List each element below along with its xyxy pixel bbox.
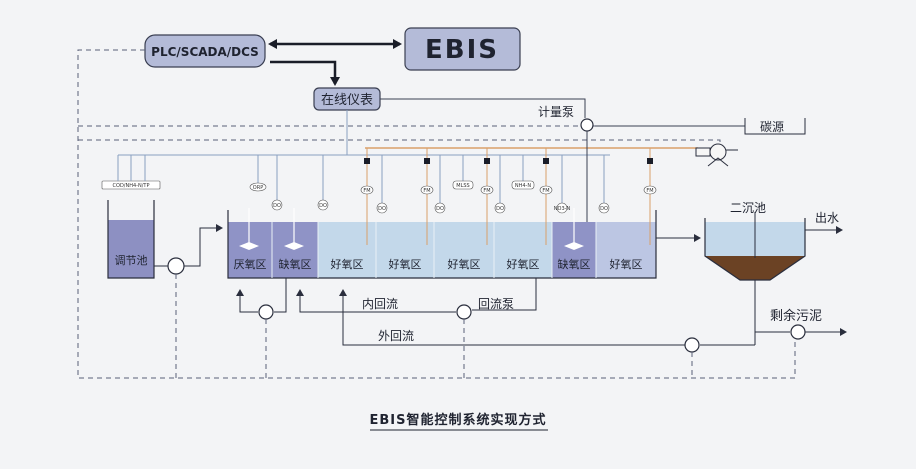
tank-label-anaerobic: 厌氧区 xyxy=(234,257,267,271)
int-recycle-line-1 xyxy=(472,278,537,311)
sensor-do-badge-5 xyxy=(494,202,506,214)
ebis-label: EBIS xyxy=(425,35,499,65)
zone-aerobic-final-fill xyxy=(596,222,656,278)
reactor-basin xyxy=(227,210,657,279)
effluent-label: 出水 xyxy=(815,211,839,225)
sensor-no3-label: NO3-N xyxy=(554,206,571,212)
mixer-icon-anoxic2 xyxy=(564,208,584,250)
sensor-do-label-2: DO xyxy=(319,203,327,209)
zone-anaerobic-fill xyxy=(228,222,318,278)
tank-label-anoxic: 缺氧区 xyxy=(279,257,312,271)
external-recycle-pump-icon xyxy=(684,337,700,353)
tank-label-aerobic-2: 好氧区 xyxy=(389,257,422,271)
metering-pump-icon xyxy=(580,118,594,132)
sensor-do-badge-1 xyxy=(271,199,283,211)
sensor-cod-label: COD/NH4-N/TP xyxy=(113,183,150,189)
flowmeter-label-5: FM xyxy=(646,188,653,194)
sensor-no3-badge xyxy=(556,202,568,214)
recycle-pump-label: 回流泵 xyxy=(478,297,514,311)
mixer-icon-anaerobic xyxy=(239,208,259,250)
carbon-source-box xyxy=(744,118,806,135)
feed-pump-icon xyxy=(167,257,185,275)
flowmeter-icon-4 xyxy=(539,185,553,195)
anaerobic-recirc-line-2 xyxy=(236,289,258,313)
external-recycle-label: 外回流 xyxy=(378,329,414,343)
valve-icon-4 xyxy=(543,158,549,164)
tank-label-aerobic-4: 好氧区 xyxy=(507,257,540,271)
flowmeter-label-1: FM xyxy=(363,188,370,194)
online-instrument-label: 在线仪表 xyxy=(321,93,373,108)
plc-instrument-arrow xyxy=(270,60,340,86)
flowmeter-label-3: FM xyxy=(483,188,490,194)
internal-recycle-line xyxy=(296,289,456,313)
valve-icon-2 xyxy=(424,158,430,164)
sensor-do-badge-2 xyxy=(317,199,329,211)
equalization-tank-water xyxy=(108,220,154,278)
plc-scada-dcs-box xyxy=(144,34,266,68)
metering-pump-label: 计量泵 xyxy=(538,105,574,119)
valve-icon-3 xyxy=(484,158,490,164)
internal-recycle-pump-icon xyxy=(456,304,472,320)
signal-bus-lower xyxy=(78,139,721,148)
sludge-pump-icon xyxy=(790,324,806,340)
equalization-tank-wall xyxy=(107,200,155,279)
sensor-do-label-5: DO xyxy=(496,206,504,212)
control-loop-dashed-line xyxy=(77,49,796,379)
sensor-do-label-3: DO xyxy=(378,206,386,212)
sensor-orp-badge xyxy=(249,182,267,192)
anaerobic-recirc-line-1 xyxy=(274,278,287,313)
sensor-do-label-4: DO xyxy=(436,206,444,212)
pump-control-dashed xyxy=(175,274,693,378)
tank-label-aerobic-5: 好氧区 xyxy=(610,257,643,271)
sensor-do-label-6: DO xyxy=(600,206,608,212)
flowmeter-icon-1 xyxy=(360,185,374,195)
internal-recycle-label: 内回流 xyxy=(362,297,398,311)
anoxic-recycle-pump-icon xyxy=(258,304,274,320)
blower-icon xyxy=(695,143,738,167)
tank-label-anoxic-2: 缺氧区 xyxy=(558,257,591,271)
sensor-do-label-1: DO xyxy=(273,203,281,209)
tank-label-aerobic-3: 好氧区 xyxy=(448,257,481,271)
secondary-clarifier-label: 二沉池 xyxy=(730,201,766,215)
feed-line-2 xyxy=(184,224,223,267)
instrument-pump-line xyxy=(380,98,586,118)
sensor-nh4-badge xyxy=(511,180,535,190)
zone-aerobic-fill xyxy=(318,222,552,278)
flowmeter-icon-5 xyxy=(643,185,657,195)
secondary-clarifier xyxy=(704,212,806,281)
flowmeter-label-2: FM xyxy=(423,188,430,194)
sensor-mlss-badge xyxy=(452,180,474,190)
valve-icon-5 xyxy=(647,158,653,164)
excess-sludge-label: 剩余污泥 xyxy=(770,308,822,324)
sensor-do-badge-6 xyxy=(598,202,610,214)
tank-label-aerobic-1: 好氧区 xyxy=(331,257,364,271)
sensor-mlss-label: MLSS xyxy=(456,183,469,189)
valve-icon-1 xyxy=(364,158,370,164)
mixer-icon-anoxic xyxy=(284,208,304,250)
tank-label-equalization: 调节池 xyxy=(115,254,148,267)
sensor-drops: ORP DO DO DO DO MLSS DO NH4-N NO3-N DO xyxy=(249,155,610,214)
diagram-caption: EBIS智能控制系统实现方式 xyxy=(370,412,547,428)
aeration-valves: FM FM FM FM FM xyxy=(360,148,657,245)
flowmeter-icon-3 xyxy=(480,185,494,195)
ebis-box xyxy=(404,27,521,71)
sensor-do-badge-3 xyxy=(376,202,388,214)
external-recycle-line xyxy=(339,289,685,346)
carbon-source-label: 碳源 xyxy=(760,120,784,134)
sensor-orp-label: ORP xyxy=(253,185,263,191)
sensor-do-badge-4 xyxy=(434,202,446,214)
flowmeter-label-4: FM xyxy=(542,188,549,194)
flowmeter-icon-2 xyxy=(420,185,434,195)
plc-scada-dcs-label: PLC/SCADA/DCS xyxy=(151,45,259,59)
sensor-nh4-label: NH4-N xyxy=(515,183,531,189)
